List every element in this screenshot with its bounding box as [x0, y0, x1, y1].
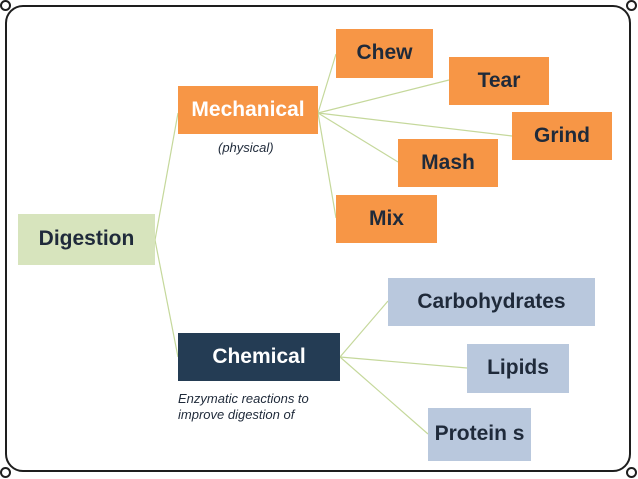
node-mash: Mash	[398, 139, 498, 187]
node-mix-label: Mix	[368, 206, 404, 230]
node-carbohydrates-label: Carbohydrates	[417, 289, 566, 313]
node-digestion-label: Digestion	[38, 227, 135, 251]
corner-dot-top-left	[0, 0, 11, 11]
corner-dot-top-right	[626, 0, 637, 11]
connector-mechanical-grind	[317, 112, 513, 137]
node-grind-label: Grind	[534, 123, 590, 147]
node-chew-label: Chew	[356, 41, 413, 65]
connector-chemical-carbohydrates	[339, 300, 389, 358]
node-chew: Chew	[336, 29, 433, 78]
node-chemical: Chemical	[178, 333, 340, 381]
node-tear: Tear	[449, 57, 549, 105]
node-lipids: Lipids	[467, 344, 569, 393]
corner-dot-bottom-left	[0, 467, 11, 478]
node-mechanical: Mechanical	[178, 86, 318, 134]
node-grind: Grind	[512, 112, 612, 160]
node-mash-label: Mash	[421, 150, 475, 174]
slide-frame	[5, 5, 631, 472]
connector-mechanical-mix	[317, 112, 337, 219]
node-tear-label: Tear	[477, 68, 521, 92]
connector-mechanical-mash	[317, 112, 399, 163]
node-proteins-label: Protein s	[434, 422, 525, 446]
node-mix: Mix	[336, 195, 437, 243]
connector-chemical-lipids	[339, 356, 468, 369]
connector-root-chemical	[154, 239, 179, 358]
connector-chemical-proteins	[339, 356, 429, 435]
note-enzymatic: Enzymatic reactions to improve digestion…	[178, 391, 309, 422]
node-proteins: Protein s	[428, 408, 531, 461]
connector-mechanical-tear	[317, 79, 450, 114]
node-carbohydrates: Carbohydrates	[388, 278, 595, 326]
node-mechanical-label: Mechanical	[191, 97, 305, 121]
note-physical: (physical)	[218, 140, 274, 155]
node-lipids-label: Lipids	[487, 356, 549, 380]
corner-dot-bottom-right	[626, 467, 637, 478]
connector-root-mechanical	[154, 112, 179, 241]
connector-mechanical-chew	[317, 53, 337, 114]
node-digestion: Digestion	[18, 214, 155, 265]
node-chemical-label: Chemical	[212, 344, 306, 368]
